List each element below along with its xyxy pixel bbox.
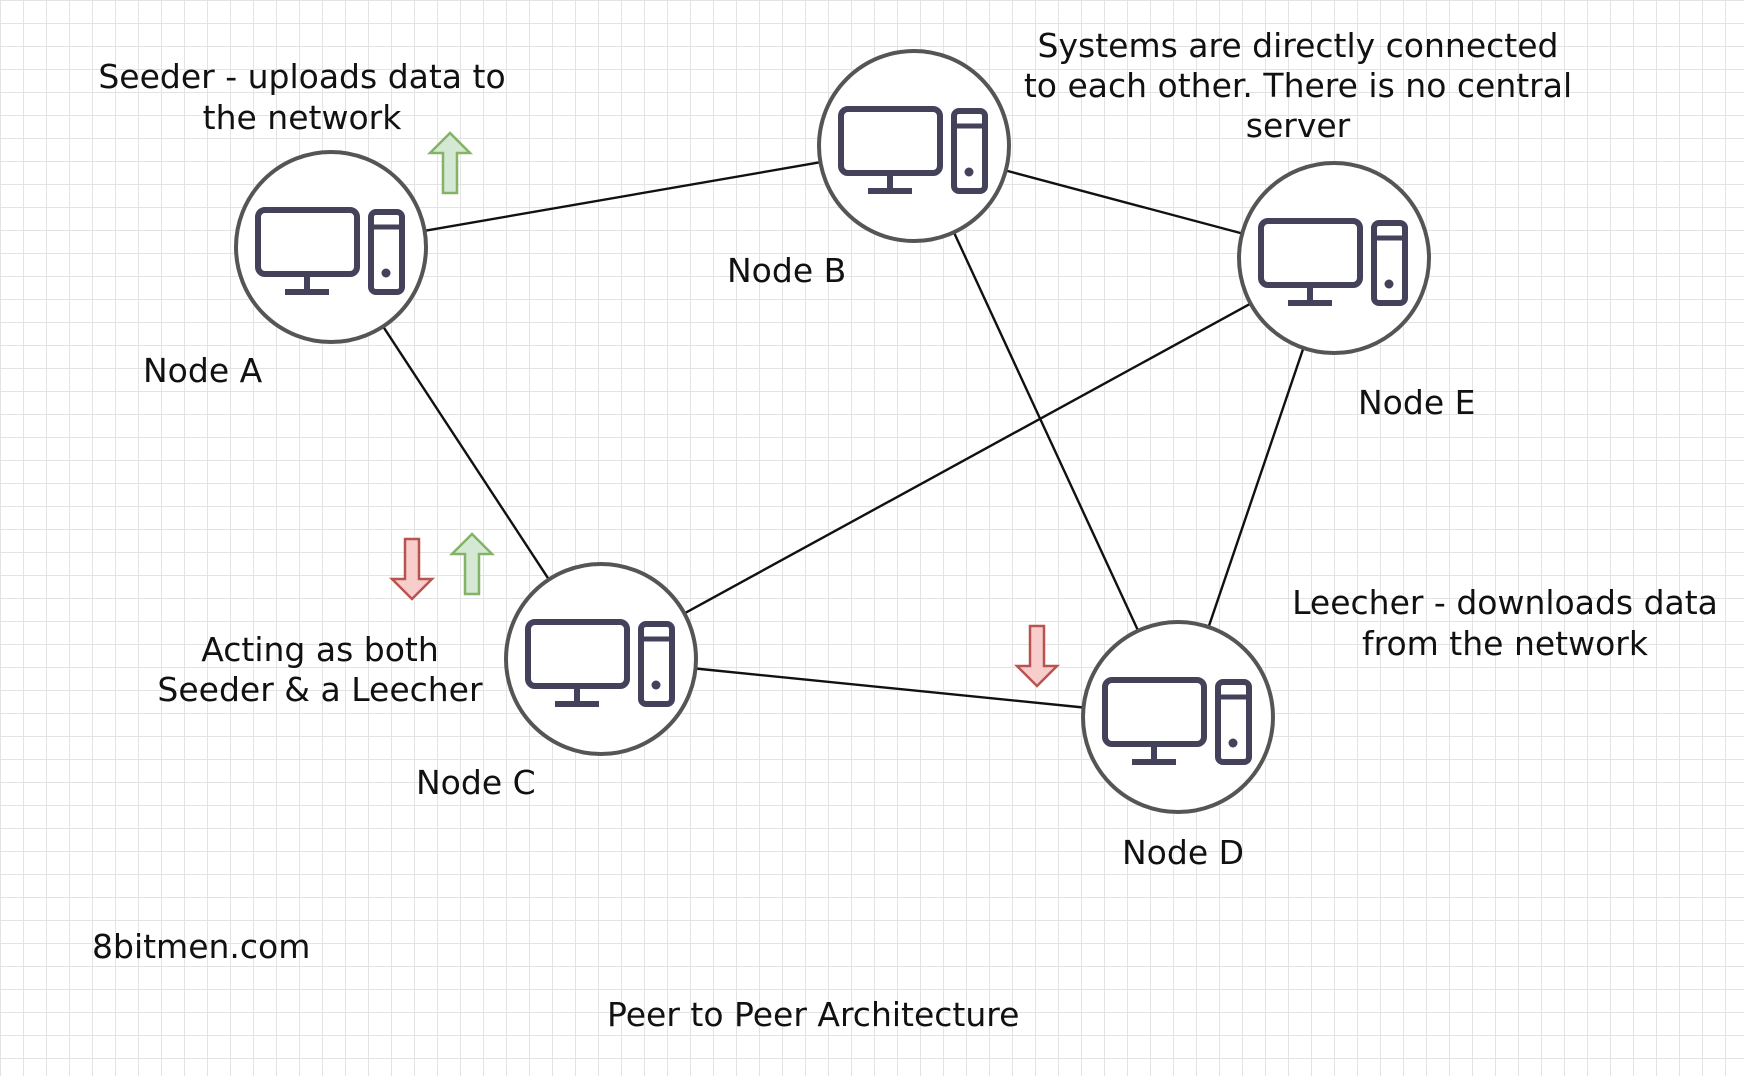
node-e[interactable] xyxy=(1237,161,1431,355)
nodes xyxy=(234,49,1431,814)
edge-c-e xyxy=(683,302,1252,615)
edge-c-d xyxy=(695,667,1084,709)
node-circle xyxy=(817,49,1011,243)
node-label-a: Node A xyxy=(143,351,263,390)
edges xyxy=(382,161,1305,709)
node-label-e: Node E xyxy=(1358,383,1476,422)
node-circle xyxy=(234,150,428,344)
node-label-d: Node D xyxy=(1122,833,1245,872)
download-arrow-icon xyxy=(388,537,436,601)
node-d[interactable] xyxy=(1081,620,1275,814)
node-c[interactable] xyxy=(504,562,698,756)
upload-arrow-icon xyxy=(426,131,474,195)
upload-arrow-icon xyxy=(448,532,496,596)
seeder-annotation: Seeder - uploads data to the network xyxy=(98,57,506,137)
node-b[interactable] xyxy=(817,49,1011,243)
node-label-b: Node B xyxy=(727,251,847,290)
edge-a-c xyxy=(382,325,550,581)
node-circle xyxy=(1081,620,1275,814)
node-circle xyxy=(504,562,698,756)
central-server-annotation: Systems are directly connected to each o… xyxy=(1023,26,1573,145)
edge-e-d xyxy=(1207,347,1305,628)
seeder-and-leecher-annotation: Acting as both Seeder & a Leecher xyxy=(157,630,483,709)
edge-a-b xyxy=(424,161,821,232)
download-arrow-icon xyxy=(1013,624,1061,688)
node-circle xyxy=(1237,161,1431,355)
edge-b-d xyxy=(952,231,1140,632)
edge-b-e xyxy=(1005,169,1243,235)
node-label-c: Node C xyxy=(416,763,536,802)
node-a[interactable] xyxy=(234,150,428,344)
data-flow-arrows xyxy=(388,131,1061,688)
diagram-caption: Peer to Peer Architecture xyxy=(607,995,1020,1034)
leecher-annotation: Leecher - downloads data from the networ… xyxy=(1292,583,1718,663)
watermark: 8bitmen.com xyxy=(92,927,311,966)
